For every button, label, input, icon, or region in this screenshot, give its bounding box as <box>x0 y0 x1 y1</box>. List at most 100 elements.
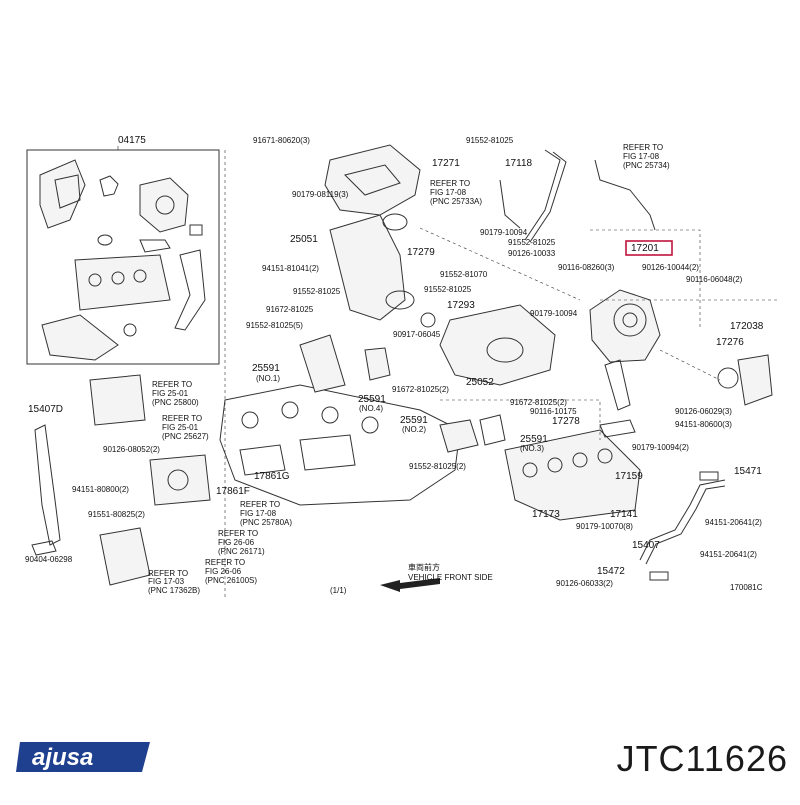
callout-90126-10033: 90126-10033 <box>508 249 556 258</box>
kit-inset-box <box>26 149 220 365</box>
direction-note-jp: 車両前方 <box>408 562 440 572</box>
front-direction-arrow <box>380 578 440 592</box>
callout-91552-81025-5-: 91552-81025(5) <box>246 321 303 330</box>
callout-90126-06029-3-: 90126-06029(3) <box>675 407 732 416</box>
callout-04175: 04175 <box>118 135 146 146</box>
callout-17118: 17118 <box>505 158 533 169</box>
oil-cooler <box>89 374 146 426</box>
callout-94151-20641-2-: 94151-20641(2) <box>700 550 757 559</box>
callout-25591: 25591 <box>400 415 428 426</box>
turbocharger-17201 <box>589 289 661 411</box>
callout-15407: 15407 <box>632 540 660 551</box>
callout--pnc-25733a-: (PNC 25733A) <box>430 197 482 206</box>
callout-90179-10094: 90179-10094 <box>480 228 528 237</box>
callout-91552-81025: 91552-81025 <box>424 285 472 294</box>
callout-90179-10094-2-: 90179-10094(2) <box>632 443 689 452</box>
callout-fig-26-06: FIG 26-06 <box>218 538 255 547</box>
callout-17861f: 17861F <box>216 486 250 497</box>
callout-91552-81025: 91552-81025 <box>293 287 341 296</box>
callout-fig-17-08: FIG 17-08 <box>430 188 467 197</box>
callout-91552-81070: 91552-81070 <box>440 270 488 279</box>
callout-17861g: 17861G <box>254 471 290 482</box>
callout-25051: 25051 <box>290 234 318 245</box>
pipe-15407d <box>34 424 61 546</box>
highlight-box-17201 <box>625 240 673 256</box>
callout-91552-81025: 91552-81025 <box>466 136 514 145</box>
callout-91671-80620-3-: 91671-80620(3) <box>253 136 310 145</box>
callout-25591: 25591 <box>520 434 548 445</box>
callout-fig-25-01: FIG 25-01 <box>162 423 199 432</box>
callout-90116-08260-3-: 90116-08260(3) <box>558 263 615 272</box>
ratio-label: (1/1) <box>330 586 347 595</box>
callout-90179-10070-8-: 90179-10070(8) <box>576 522 633 531</box>
callout-refer-to: REFER TO <box>218 529 258 538</box>
callout-17271: 17271 <box>432 158 460 169</box>
bracket-25591-no1 <box>299 334 346 393</box>
callout-94151-20641-2-: 94151-20641(2) <box>705 518 762 527</box>
callout-90917-06045: 90917-06045 <box>393 330 441 339</box>
callout-91672-81025-2-: 91672-81025(2) <box>392 385 449 394</box>
callout-15407d: 15407D <box>28 404 63 415</box>
callout-25052: 25052 <box>466 377 494 388</box>
callout-17276: 17276 <box>716 337 744 348</box>
bracket-25591-no2 <box>439 419 479 453</box>
water-outlet <box>99 527 151 586</box>
elbow-172038 <box>737 354 773 406</box>
bracket-25591-no4 <box>364 347 391 381</box>
kit-inset-parts <box>39 159 206 361</box>
callout-90179-10094: 90179-10094 <box>530 309 578 318</box>
callout-labels: 04175 91671-80620(3) 17271 90179-08119(3) RE… <box>25 135 764 595</box>
callout-91551-80825-2-: 91551-80825(2) <box>88 510 145 519</box>
callout-refer-to: REFER TO <box>152 380 192 389</box>
callout-15471: 15471 <box>734 466 762 477</box>
callout-25591: 25591 <box>252 363 280 374</box>
callout-91672-81025-2-: 91672-81025(2) <box>510 398 567 407</box>
callout-94151-80800-2-: 94151-80800(2) <box>72 485 129 494</box>
part-number: JTC11626 <box>616 738 788 779</box>
exhaust-manifold-17141 <box>504 429 641 521</box>
callout-refer-to: REFER TO <box>240 500 280 509</box>
oil-pipe-17118 <box>524 149 561 241</box>
callout-90126-10044-2-: 90126-10044(2) <box>642 263 699 272</box>
callout-fig-17-03: FIG 17-03 <box>148 577 185 586</box>
callout-90404-06298: 90404-06298 <box>25 555 73 564</box>
heat-insulator-17271 <box>324 144 421 216</box>
callout-90116-10175: 90116-10175 <box>530 407 577 416</box>
pipe-15407 <box>639 479 726 561</box>
callout-91672-81025: 91672-81025 <box>266 305 314 314</box>
callout-90116-06048-2-: 90116-06048(2) <box>686 275 743 284</box>
callout-fig-25-01: FIG 25-01 <box>152 389 189 398</box>
ref-code: 170081C <box>730 583 763 592</box>
callout-90126-08052-2-: 90126-08052(2) <box>103 445 160 454</box>
callout--pnc-26171-: (PNC 26171) <box>218 547 265 556</box>
callout--pnc-17362b-: (PNC 17362B) <box>148 586 200 595</box>
direction-note: VEHICLE FRONT SIDE <box>408 573 493 582</box>
callout-91552-81025-2-: 91552-81025(2) <box>409 462 466 471</box>
callout-94151-81041-2-: 94151-81041(2) <box>262 264 319 273</box>
callout--no-1-: (NO.1) <box>256 374 280 383</box>
callout-17278: 17278 <box>552 416 580 427</box>
callout-refer-to: REFER TO <box>430 179 470 188</box>
logo-text: ajusa <box>32 744 93 771</box>
callout-91552-81025: 91552-81025 <box>508 238 556 247</box>
catalytic-converter-25051 <box>329 214 406 321</box>
callout--no-3-: (NO.3) <box>520 444 544 453</box>
callout-17159: 17159 <box>615 471 643 482</box>
callout--pnc-25734-: (PNC 25734) <box>623 161 670 170</box>
callout-refer-to: REFER TO <box>205 558 245 567</box>
callout-15472: 15472 <box>597 566 625 577</box>
callout-refer-to: REFER TO <box>148 569 188 578</box>
engine-block <box>219 384 461 506</box>
gasket-17276 <box>717 367 739 389</box>
callout-17201: 17201 <box>631 243 659 254</box>
callout-fig-26-06: FIG 26-06 <box>205 567 242 576</box>
callout-fig-17-08: FIG 17-08 <box>623 152 660 161</box>
callout-25591: 25591 <box>358 394 386 405</box>
logo-badge <box>16 742 150 772</box>
callout-94151-80600-3-: 94151-80600(3) <box>675 420 732 429</box>
exhaust-pipe-25052 <box>439 304 556 386</box>
callout-90179-08119-3-: 90179-08119(3) <box>292 190 349 199</box>
callout-90126-06033-2-: 90126-06033(2) <box>556 579 613 588</box>
